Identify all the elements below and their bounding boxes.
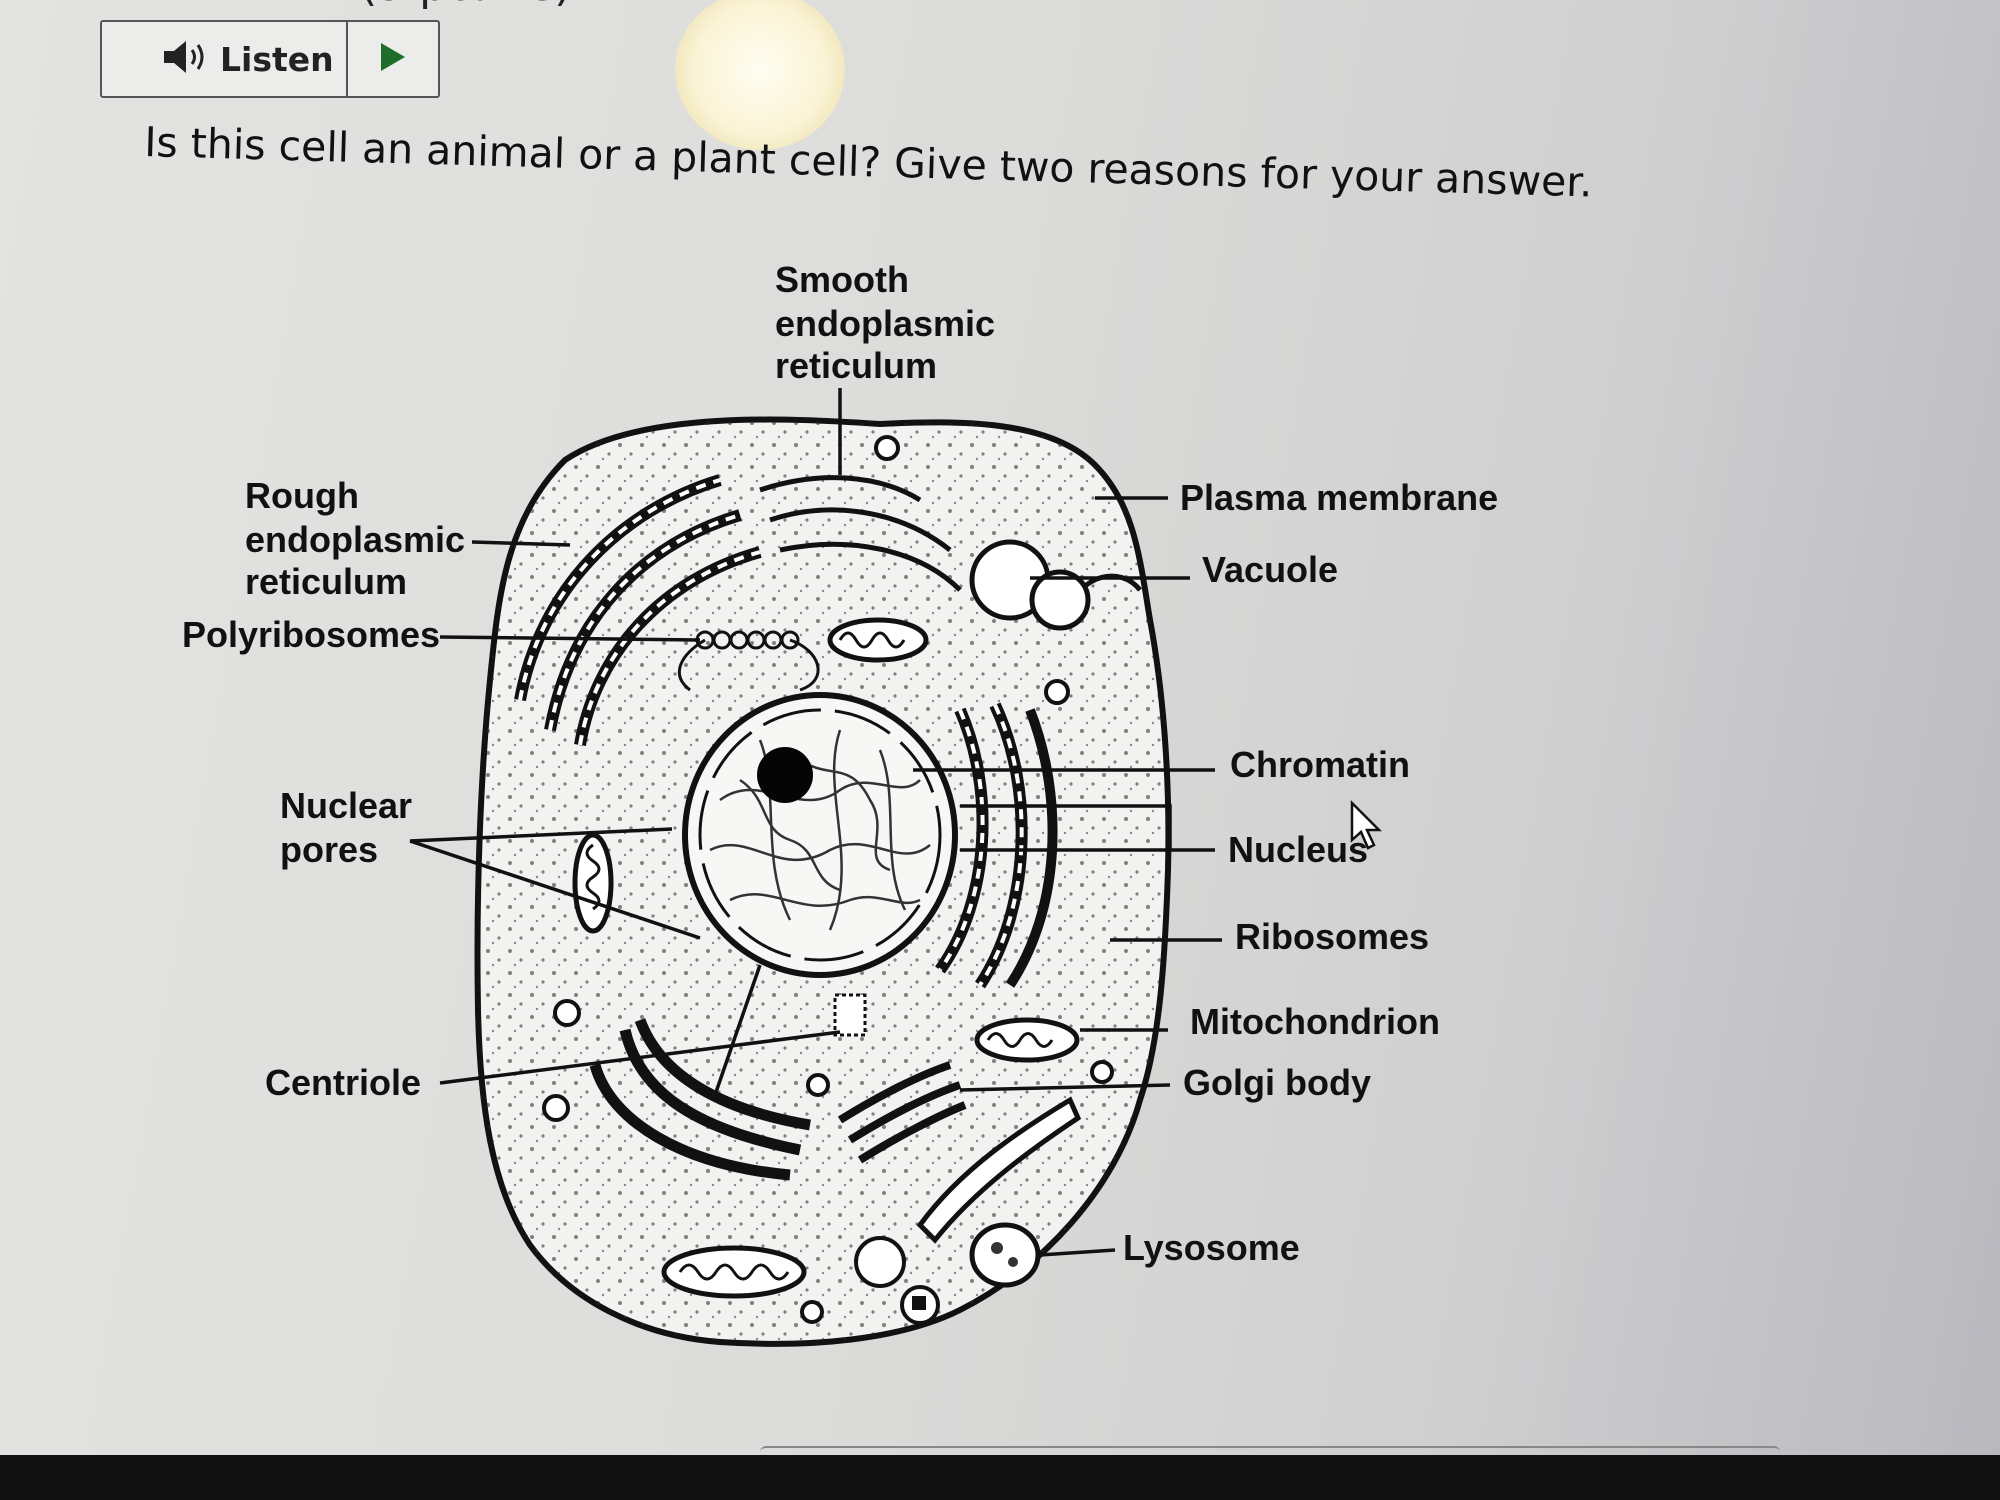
- play-icon: [378, 40, 408, 78]
- listen-button[interactable]: Listen: [102, 22, 348, 96]
- label-mitochondrion: Mitochondrion: [1190, 1001, 1440, 1042]
- label-rough-er-3: reticulum: [245, 561, 407, 602]
- nucleolus: [757, 747, 813, 803]
- listen-label: Listen: [220, 39, 334, 79]
- label-smooth-er-3: reticulum: [775, 345, 937, 386]
- label-nuclear-pores-2: pores: [280, 829, 378, 870]
- centriole-shape: [833, 993, 867, 1037]
- label-polyribosomes: Polyribosomes: [182, 614, 440, 655]
- label-centriole: Centriole: [265, 1062, 421, 1103]
- monitor-edge: [760, 1446, 1780, 1458]
- label-nuclear-pores-1: Nuclear: [280, 785, 412, 826]
- diagram-labels: Smooth endoplasmic reticulum Rough endop…: [182, 259, 1498, 1268]
- label-golgi-body: Golgi body: [1183, 1062, 1371, 1103]
- smooth-er: [759, 475, 962, 592]
- light-glare: [675, 0, 845, 150]
- label-rough-er-1: Rough: [245, 475, 359, 516]
- monitor-bezel: [0, 1455, 2000, 1500]
- label-ribosomes: Ribosomes: [1235, 916, 1429, 957]
- label-vacuole: Vacuole: [1202, 549, 1338, 590]
- label-smooth-er-1: Smooth: [775, 259, 909, 300]
- mouse-cursor-icon: [1350, 799, 1383, 850]
- rough-er: [514, 474, 762, 746]
- play-button[interactable]: [348, 22, 438, 96]
- golgi-body: [837, 1061, 967, 1164]
- speaker-icon: [162, 39, 210, 79]
- lysosome-shape: [969, 1222, 1041, 1288]
- leader-lines: [409, 388, 1222, 1257]
- label-rough-er-2: endoplasmic: [245, 519, 465, 560]
- nucleus: [682, 692, 958, 978]
- label-smooth-er-2: endoplasmic: [775, 303, 995, 344]
- label-plasma-membrane: Plasma membrane: [1180, 477, 1498, 518]
- label-chromatin: Chromatin: [1230, 744, 1410, 785]
- points-heading: (5 points): [360, 0, 571, 11]
- rough-er-lower: [589, 1018, 811, 1181]
- label-nucleus: Nucleus: [1228, 829, 1368, 870]
- label-lysosome: Lysosome: [1123, 1227, 1300, 1268]
- listen-widget: Listen: [100, 20, 440, 98]
- polyribosomes: [677, 630, 820, 692]
